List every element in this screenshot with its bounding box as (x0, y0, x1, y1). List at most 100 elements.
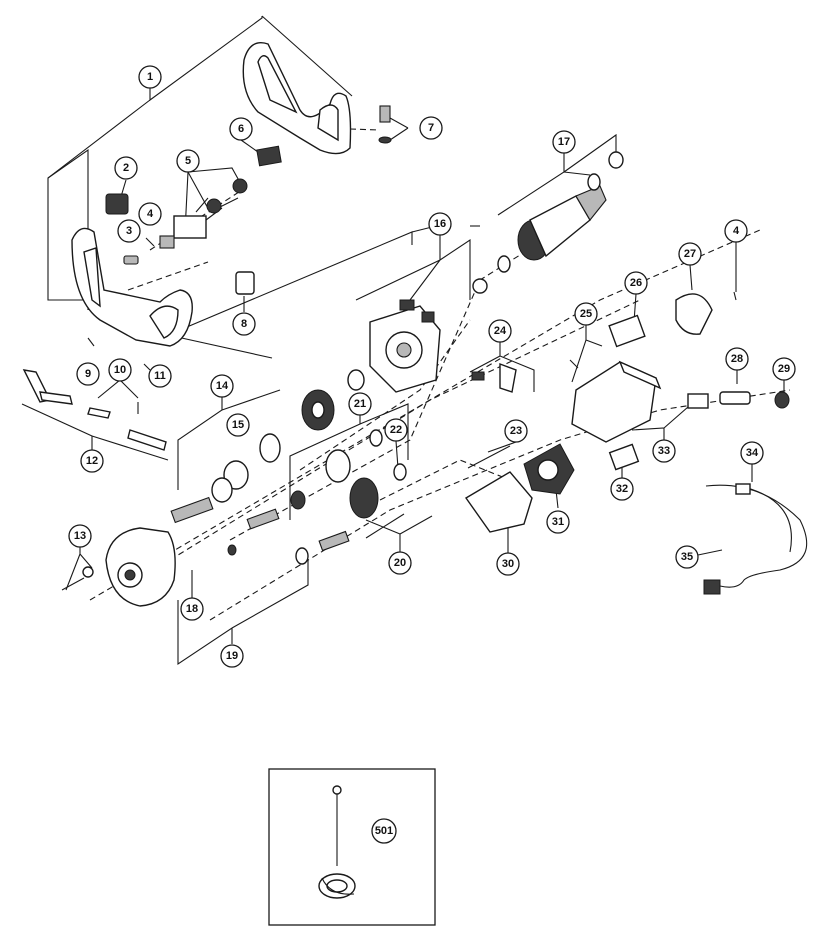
callout-33: 33 (652, 439, 676, 463)
callout-circle (210, 374, 234, 398)
callout-circle (552, 130, 576, 154)
callout-18: 18 (180, 597, 204, 621)
callout-28: 28 (725, 347, 749, 371)
callout-circle (68, 524, 92, 548)
callout-number: 12 (86, 455, 98, 467)
callout-number: 22 (390, 424, 402, 436)
callout-16: 16 (428, 212, 452, 236)
callout-501: 501 (371, 818, 397, 844)
callout-circle (348, 392, 372, 416)
callout-22: 22 (384, 418, 408, 442)
callout-circle (176, 149, 200, 173)
callout-14: 14 (210, 374, 234, 398)
callout-number: 11 (154, 370, 166, 382)
callout-number: 23 (510, 425, 522, 437)
leader-lines (21, 15, 785, 832)
gear-housing (61, 527, 176, 607)
callout-34: 34 (740, 441, 764, 465)
callout-3: 3 (117, 219, 141, 243)
callout-circle (384, 418, 408, 442)
callout-number: 14 (216, 380, 229, 392)
callout-number: 7 (428, 122, 434, 134)
callout-circle (388, 551, 412, 575)
motor-housing (369, 299, 441, 393)
callout-1: 1 (138, 65, 162, 89)
callout-number: 33 (658, 445, 670, 457)
bracket-parts (22, 369, 167, 451)
screw-left (145, 237, 155, 247)
callout-circle (419, 116, 443, 140)
mixing-paddle (318, 785, 356, 899)
screw-25 (569, 359, 579, 369)
callout-circle (488, 319, 512, 343)
callout-19: 19 (220, 644, 244, 668)
screw-11 (143, 363, 151, 371)
callout-circle (80, 449, 104, 473)
callout-number: 17 (558, 136, 570, 148)
callout-circle (180, 597, 204, 621)
callout-number: 26 (630, 277, 642, 289)
label-32 (608, 443, 640, 471)
callout-number: 2 (123, 162, 129, 174)
callout-number: 28 (731, 353, 743, 365)
callout-number: 8 (241, 318, 247, 330)
callout-31: 31 (546, 510, 570, 534)
switch-assembly (159, 178, 248, 249)
callout-30: 30 (496, 552, 520, 576)
callout-circle (678, 242, 702, 266)
end-cap (675, 293, 713, 335)
callout-circle (138, 65, 162, 89)
callout-circle (226, 413, 250, 437)
callout-12: 12 (80, 449, 104, 473)
callout-26: 26 (624, 271, 648, 295)
callout-number: 4 (147, 208, 154, 220)
callout-number: 16 (434, 218, 446, 230)
callout-circle (504, 419, 528, 443)
callout-circle (114, 156, 138, 180)
callout-20: 20 (388, 551, 412, 575)
callout-circle (675, 545, 699, 569)
lock-button (123, 255, 139, 265)
screw-right (733, 291, 737, 301)
callout-35: 35 (675, 545, 699, 569)
switch-part (105, 193, 129, 215)
callout-10: 10 (108, 358, 132, 382)
cord-guard (687, 391, 790, 409)
callout-circle (117, 219, 141, 243)
callout-number: 30 (502, 558, 514, 570)
baffle-plate (464, 471, 533, 533)
label-26 (608, 314, 646, 348)
callout-number: 1 (147, 71, 153, 83)
callout-5: 5 (176, 149, 200, 173)
callout-25: 25 (574, 302, 598, 326)
callout-8: 8 (232, 312, 256, 336)
callout-number: 27 (684, 248, 696, 260)
callout-13: 13 (68, 524, 92, 548)
callout-circle (232, 312, 256, 336)
callout-number: 32 (616, 483, 628, 495)
callout-number: 3 (126, 225, 132, 237)
callout-circle (229, 117, 253, 141)
callout-number: 13 (74, 530, 86, 542)
handle-front (71, 227, 193, 347)
callout-circle (725, 347, 749, 371)
callout-number: 31 (552, 516, 564, 528)
callout-circle (428, 212, 452, 236)
callout-17: 17 (552, 130, 576, 154)
gear-train (170, 369, 407, 565)
callout-number: 25 (580, 308, 592, 320)
callout-circle (546, 510, 570, 534)
long-screw (467, 445, 511, 469)
power-cord (703, 483, 808, 595)
callout-number: 501 (375, 825, 393, 837)
callout-21: 21 (348, 392, 372, 416)
screw-9 (87, 337, 95, 347)
callout-number: 20 (394, 557, 406, 569)
handle-rear (242, 42, 352, 155)
armature (472, 151, 624, 294)
callout-number: 35 (681, 551, 693, 563)
callout-4: 4 (138, 202, 162, 226)
callout-number: 21 (354, 398, 366, 410)
callout-circle (574, 302, 598, 326)
